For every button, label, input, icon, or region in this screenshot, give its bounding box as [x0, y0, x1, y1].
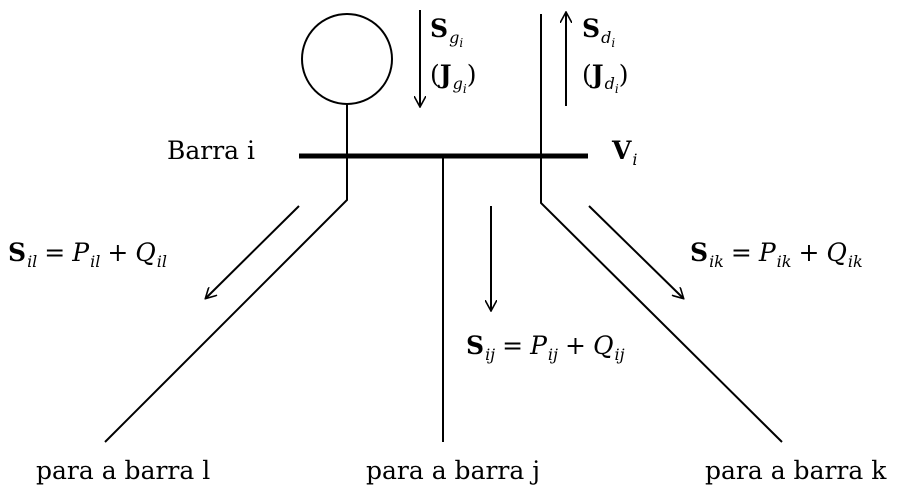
flow-il-arrow: [206, 205, 300, 298]
flow-ik-label: Sik=Pik+Qik: [690, 238, 863, 271]
bus-voltage-label: Vi: [612, 136, 638, 169]
flow-ij-label: Sij=Pij+Qij: [466, 331, 625, 364]
generation-current-label: (Jgi): [430, 60, 477, 96]
destination-label-j: para a barra j: [366, 456, 540, 485]
generation-power-subscript: gi: [449, 28, 464, 50]
generation-power-label: Sgi: [430, 14, 463, 49]
bus-name-label: Barra i: [167, 136, 256, 165]
demand-power-label: Sdi: [582, 14, 616, 50]
line-to-bus-l: [104, 104, 348, 443]
destination-label-k: para a barra k: [705, 456, 887, 485]
generator-symbol: [301, 13, 393, 105]
flow-ik-arrow: [588, 205, 683, 298]
destination-label-l: para a barra l: [36, 456, 211, 485]
line-to-bus-k: [540, 14, 783, 443]
generation-power-symbol: S: [430, 14, 449, 43]
flow-il-label: Sil=Pil+Qil: [8, 238, 167, 271]
demand-current-label: (Jdi): [582, 60, 629, 96]
